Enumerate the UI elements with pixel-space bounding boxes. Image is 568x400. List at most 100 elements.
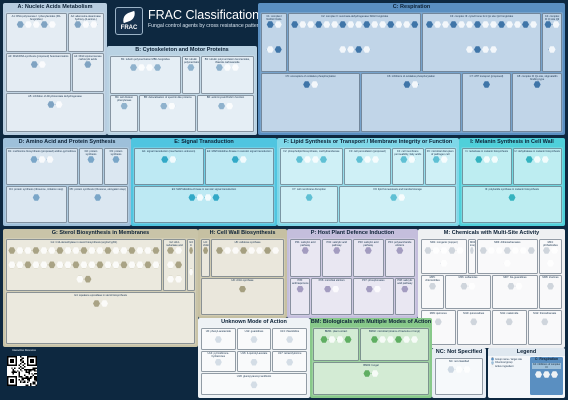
active-ingredient-hex[interactable] (355, 21, 363, 28)
active-ingredient-hex[interactable] (434, 318, 442, 326)
active-ingredient-hex[interactable] (429, 282, 436, 290)
active-ingredient-hex[interactable] (315, 21, 323, 28)
active-ingredient-hex[interactable] (319, 156, 327, 163)
active-ingredient-hex[interactable] (38, 156, 46, 163)
group-box[interactable]: P01: salicylic acid pathway (290, 239, 321, 277)
group-box[interactable]: A4: DNA topoisomerase carboxylic acids (71, 53, 104, 92)
active-ingredient-hex[interactable] (8, 261, 16, 269)
active-ingredient-hex[interactable] (552, 21, 560, 28)
active-ingredient-hex[interactable] (160, 102, 168, 110)
active-ingredient-hex[interactable] (272, 247, 280, 254)
active-ingredient-hex[interactable] (403, 336, 410, 343)
active-ingredient-hex[interactable] (515, 282, 523, 290)
active-ingredient-hex[interactable] (371, 156, 379, 163)
active-ingredient-hex[interactable] (104, 247, 112, 254)
active-ingredient-hex[interactable] (448, 247, 456, 254)
active-ingredient-hex[interactable] (440, 247, 448, 254)
active-ingredient-hex[interactable] (188, 194, 196, 201)
active-ingredient-hex[interactable] (250, 336, 258, 343)
active-ingredient-hex[interactable] (204, 194, 212, 201)
group-box[interactable]: D2: protein synthesis (ribosome, termina… (79, 148, 103, 185)
active-ingredient-hex[interactable] (16, 261, 24, 269)
group-box[interactable]: B3: tubulin polymerization benzamides, t… (200, 56, 254, 94)
active-ingredient-hex[interactable] (522, 21, 530, 28)
active-ingredient-hex[interactable] (328, 336, 336, 343)
group-box[interactable]: NC: not classified (435, 358, 483, 395)
active-ingredient-hex[interactable] (440, 260, 448, 267)
active-ingredient-hex[interactable] (503, 247, 511, 254)
active-ingredient-hex[interactable] (363, 46, 371, 53)
active-ingredient-hex[interactable] (503, 260, 511, 267)
active-ingredient-hex[interactable] (470, 318, 478, 326)
active-ingredient-hex[interactable] (506, 21, 514, 28)
active-ingredient-hex[interactable] (331, 21, 339, 28)
active-ingredient-hex[interactable] (474, 46, 482, 53)
active-ingredient-hex[interactable] (64, 261, 72, 269)
active-ingredient-hex[interactable] (266, 21, 274, 28)
active-ingredient-hex[interactable] (533, 81, 541, 88)
active-ingredient-hex[interactable] (175, 261, 183, 269)
active-ingredient-hex[interactable] (479, 247, 487, 254)
active-ingredient-hex[interactable] (144, 261, 152, 269)
group-box[interactable]: M08: triazines (539, 274, 562, 310)
active-ingredient-hex[interactable] (167, 275, 175, 283)
active-ingredient-hex[interactable] (507, 282, 515, 290)
active-ingredient-hex[interactable] (426, 21, 434, 28)
active-ingredient-hex[interactable] (112, 156, 120, 163)
group-box[interactable]: F3: cell peroxidation (proposed) (343, 148, 392, 185)
active-ingredient-hex[interactable] (32, 21, 40, 28)
active-ingredient-hex[interactable] (311, 81, 319, 88)
active-ingredient-hex[interactable] (303, 156, 311, 163)
active-ingredient-hex[interactable] (286, 358, 294, 366)
active-ingredient-hex[interactable] (30, 156, 38, 163)
active-ingredient-hex[interactable] (474, 21, 482, 28)
active-ingredient-hex[interactable] (152, 247, 160, 254)
active-ingredient-hex[interactable] (475, 156, 483, 163)
active-ingredient-hex[interactable] (491, 156, 499, 163)
active-ingredient-hex[interactable] (239, 285, 246, 293)
active-ingredient-hex[interactable] (196, 194, 204, 201)
group-box[interactable]: C2: complex II: succinate-dehydrogenase … (288, 13, 421, 72)
active-ingredient-hex[interactable] (224, 247, 232, 254)
active-ingredient-hex[interactable] (434, 21, 442, 28)
active-ingredient-hex[interactable] (32, 247, 40, 254)
group-box[interactable]: F6: microbial disrupters of pathogen cel… (424, 148, 456, 185)
active-ingredient-hex[interactable] (169, 156, 177, 163)
group-box[interactable]: A5: inhibition of dihydroorotate dehydro… (6, 93, 104, 132)
active-ingredient-hex[interactable] (371, 336, 378, 343)
active-ingredient-hex[interactable] (226, 102, 234, 110)
group-box[interactable]: B4: cell division phenylureas (110, 94, 139, 132)
group-box[interactable]: P06: microbial elicitors (311, 277, 352, 315)
group-box[interactable]: F9: lipid homeostasis and transfer/stora… (339, 186, 456, 223)
active-ingredient-hex[interactable] (90, 21, 98, 28)
active-ingredient-hex[interactable] (167, 261, 175, 269)
active-ingredient-hex[interactable] (46, 156, 54, 163)
active-ingredient-hex[interactable] (324, 285, 332, 293)
active-ingredient-hex[interactable] (442, 21, 450, 28)
active-ingredient-hex[interactable] (212, 194, 220, 201)
active-ingredient-hex[interactable] (363, 370, 371, 377)
active-ingredient-hex[interactable] (514, 21, 522, 28)
active-ingredient-hex[interactable] (355, 46, 363, 53)
active-ingredient-hex[interactable] (432, 247, 440, 254)
active-ingredient-hex[interactable] (146, 64, 153, 71)
group-box[interactable]: C3: complex III: cytochrome bc1 Qo site … (421, 13, 542, 72)
active-ingredient-hex[interactable] (56, 261, 64, 269)
active-ingredient-hex[interactable] (505, 318, 513, 326)
active-ingredient-hex[interactable] (533, 156, 541, 163)
active-ingredient-hex[interactable] (548, 46, 556, 53)
active-ingredient-hex[interactable] (187, 64, 195, 71)
active-ingredient-hex[interactable] (466, 21, 474, 28)
group-box[interactable]: P03: salicylic acid pathway (353, 239, 384, 277)
active-ingredient-hex[interactable] (112, 261, 120, 269)
active-ingredient-hex[interactable] (466, 46, 474, 53)
active-ingredient-hex[interactable] (64, 247, 72, 254)
active-ingredient-hex[interactable] (543, 247, 550, 254)
active-ingredient-hex[interactable] (274, 46, 282, 53)
group-box[interactable]: I3: polyketide synthase in melanin biosy… (462, 186, 562, 223)
group-box[interactable]: A3: DNA/RNA synthesis (proposed) heteroa… (6, 53, 71, 92)
group-box[interactable]: B6: actin/myosin/fimbrin function (197, 94, 254, 132)
active-ingredient-hex[interactable] (38, 61, 46, 68)
active-ingredient-hex[interactable] (215, 64, 223, 71)
active-ingredient-hex[interactable] (48, 21, 56, 28)
